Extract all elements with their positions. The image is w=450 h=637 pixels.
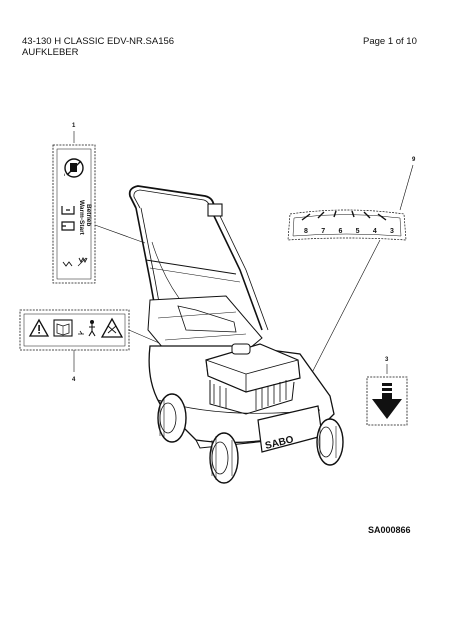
betrieb-label: Betrieb <box>85 204 92 226</box>
read-manual-icon <box>53 319 73 337</box>
blade-hazard-icon <box>100 317 124 338</box>
document-subtitle: AUFKLEBER <box>22 47 79 58</box>
dial-number: 5 <box>356 228 360 235</box>
down-arrow-icon <box>372 383 402 419</box>
decal-4-safety-label: 4 <box>19 309 181 383</box>
warning-triangle-icon <box>28 318 50 337</box>
callout-1: 1 <box>72 123 76 129</box>
dial-number: 4 <box>373 228 377 235</box>
decal-9-throttle-dial: 9 8 7 6 5 4 3 <box>287 157 416 401</box>
warm-start-label: Warm-Start <box>78 200 85 236</box>
choke-symbol-icon <box>61 206 75 231</box>
throttle-symbols <box>62 256 88 267</box>
dial-number: 8 <box>304 228 308 235</box>
decal-1-warning-label: 1 i Warm-Start Betrieb <box>52 123 146 284</box>
dial-number: 6 <box>338 228 342 235</box>
callout-9: 9 <box>412 157 416 163</box>
dial-number: 7 <box>321 228 325 235</box>
document-code: SA000866 <box>368 525 411 535</box>
decal-3-arrow-label: 3 <box>366 357 408 426</box>
callout-3: 3 <box>385 357 389 363</box>
lawn-mower-drawing <box>128 185 344 484</box>
dial-number: 3 <box>390 228 394 235</box>
no-refuel-icon: i <box>64 158 84 178</box>
callout-4: 4 <box>72 377 76 383</box>
document-title: 43-130 H CLASSIC EDV-NR.SA156 <box>22 36 175 47</box>
svg-text:i: i <box>64 172 65 177</box>
page-indicator: Page 1 of 10 <box>363 36 417 47</box>
keep-distance-icon <box>78 320 96 337</box>
